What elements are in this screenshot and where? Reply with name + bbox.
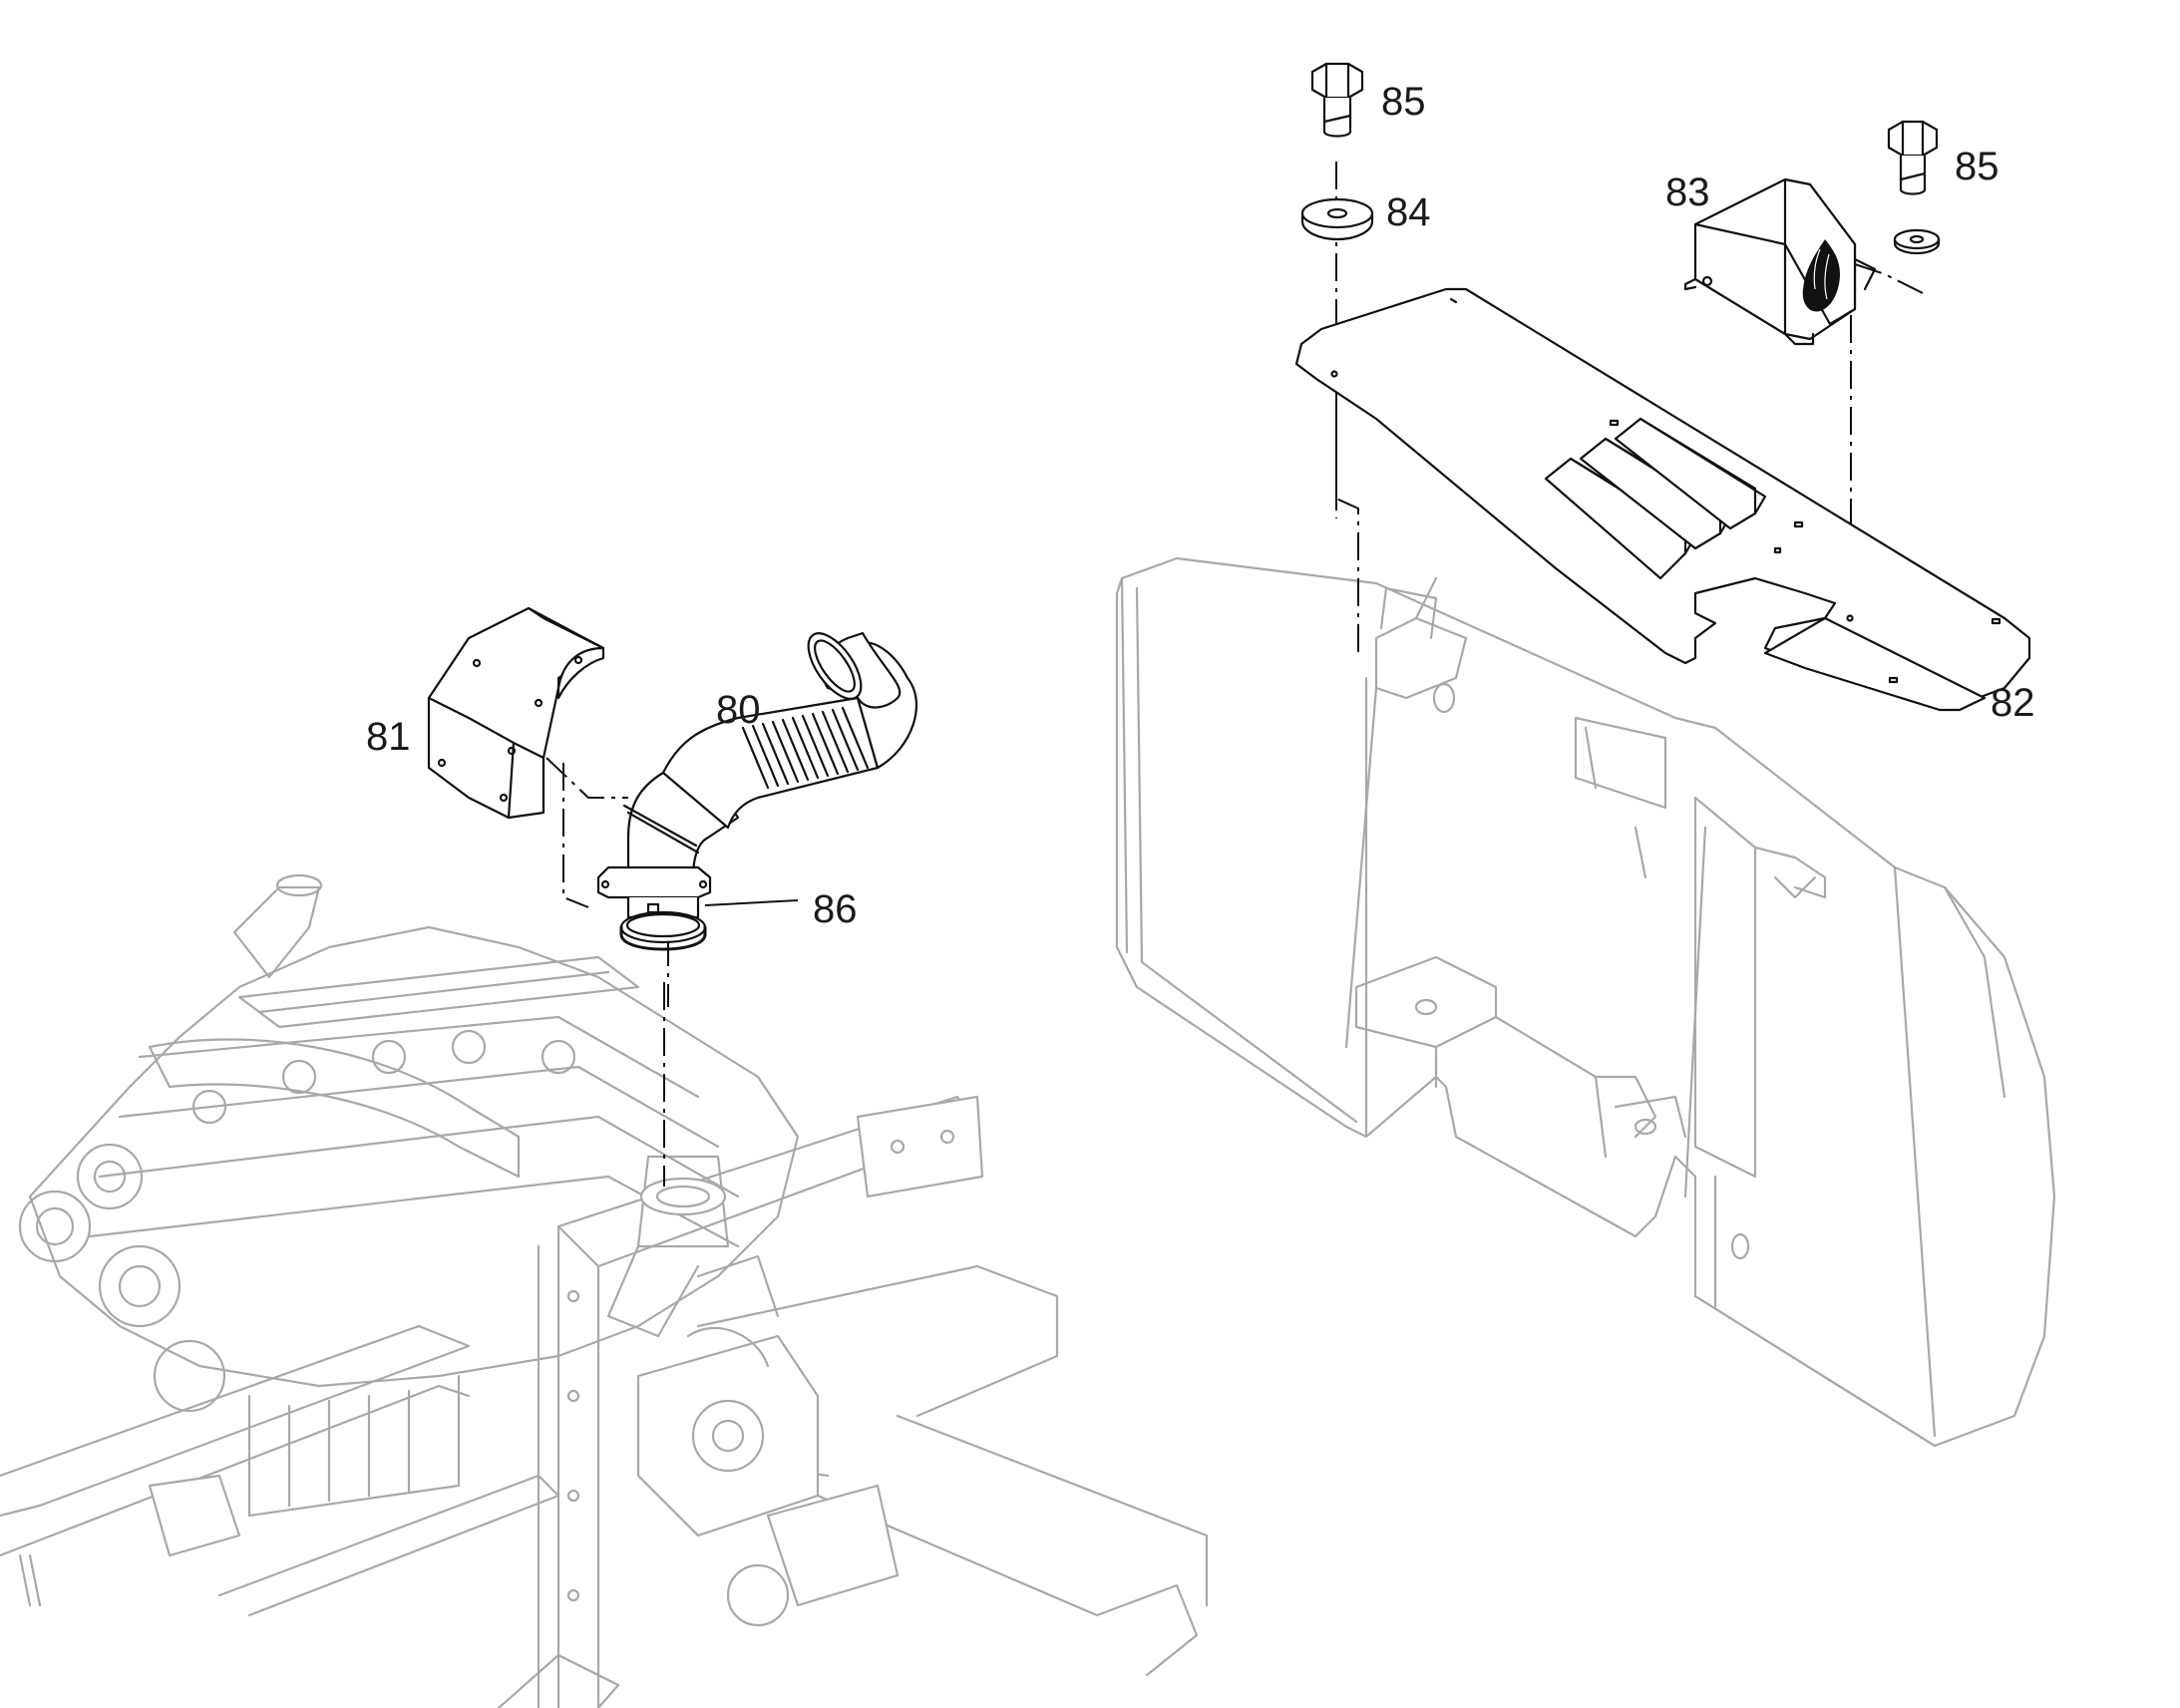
shield-81 bbox=[427, 606, 605, 820]
exhaust-pipe-80 bbox=[596, 631, 917, 919]
callout-84: 84 bbox=[1386, 190, 1431, 234]
bellows-corrugations bbox=[741, 706, 870, 790]
callout-80: 80 bbox=[716, 688, 761, 732]
exhaust-deflector-83 bbox=[1683, 177, 1877, 346]
callout-86: 86 bbox=[813, 887, 858, 931]
callout-labels: 85 84 83 85 82 80 81 86 bbox=[366, 80, 2035, 931]
cover-plate-82 bbox=[1294, 287, 2031, 712]
clamp-ring-86 bbox=[619, 902, 707, 951]
leader-lines bbox=[704, 899, 799, 906]
callout-83: 83 bbox=[1665, 171, 1710, 214]
callout-82: 82 bbox=[1991, 681, 2035, 725]
engine-assembly bbox=[0, 873, 1209, 1708]
washer-84 bbox=[1300, 197, 1374, 241]
bolt-85-right bbox=[1887, 120, 1939, 195]
bolt-85-left bbox=[1310, 62, 1364, 138]
small-washer-85 bbox=[1893, 228, 1941, 255]
callout-85-left: 85 bbox=[1381, 80, 1426, 124]
callout-85-right: 85 bbox=[1955, 145, 1999, 188]
callout-81: 81 bbox=[366, 715, 411, 759]
louvre-vents bbox=[1544, 417, 1767, 580]
counterweight bbox=[1115, 556, 2056, 1448]
